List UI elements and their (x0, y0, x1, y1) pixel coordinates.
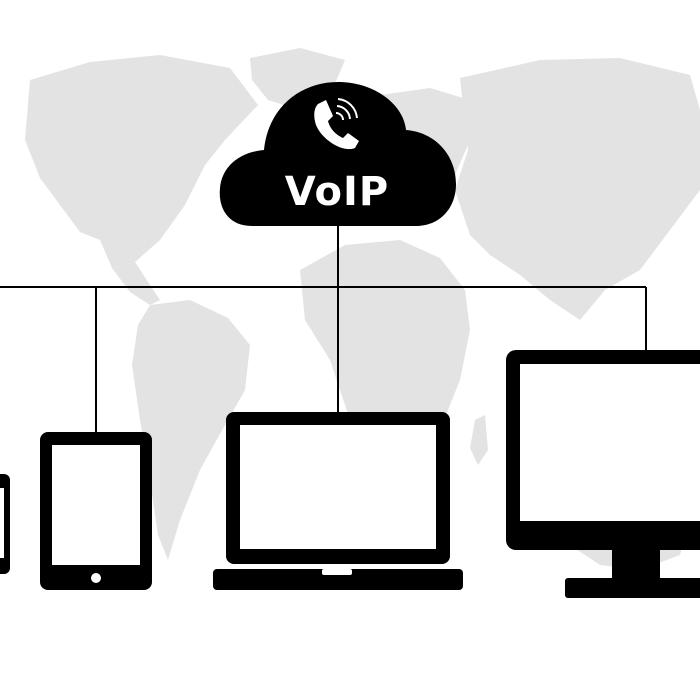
tablet-device (40, 432, 152, 590)
desktop-monitor-device (506, 350, 700, 598)
map-madagascar (470, 415, 488, 465)
laptop-device (213, 412, 463, 590)
voip-label: VoIP (284, 169, 390, 215)
map-north-america (25, 55, 258, 268)
map-central-america (112, 262, 160, 305)
phone-ringing-icon (314, 98, 359, 150)
connection-lines (0, 226, 647, 432)
voip-cloud (219, 82, 456, 226)
map-south-america (132, 300, 250, 560)
cloud-shape (219, 82, 456, 226)
smartphone-device (0, 474, 10, 574)
map-asia (455, 58, 700, 320)
